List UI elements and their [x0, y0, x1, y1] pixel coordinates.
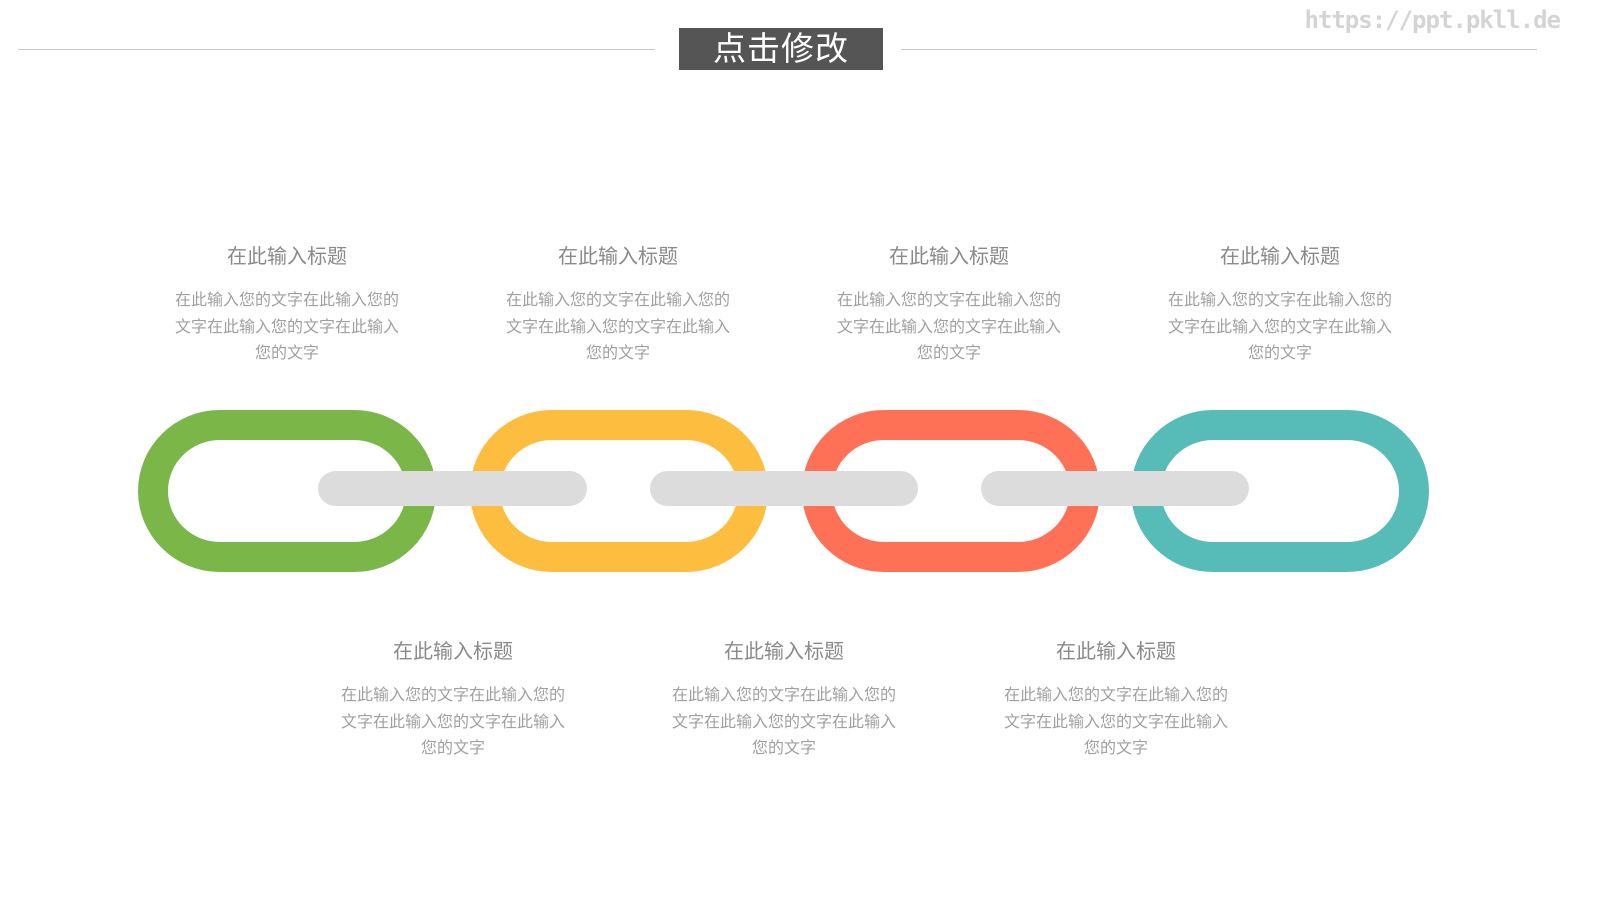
item-title: 在此输入标题 — [227, 244, 347, 268]
watermark-url: https://ppt.pkll.de — [1304, 6, 1561, 34]
top-item-4[interactable]: 在此输入标题 在此输入您的文字在此输入您的文字在此输入您的文字在此输入您的文字 — [1140, 243, 1420, 367]
chain-connector-2 — [650, 471, 918, 506]
item-text: 在此输入您的文字在此输入您的文字在此输入您的文字在此输入您的文字 — [174, 290, 399, 362]
item-text: 在此输入您的文字在此输入您的文字在此输入您的文字在此输入您的文字 — [836, 290, 1061, 362]
bottom-item-2[interactable]: 在此输入标题 在此输入您的文字在此输入您的文字在此输入您的文字在此输入您的文字 — [644, 638, 924, 762]
item-text: 在此输入您的文字在此输入您的文字在此输入您的文字在此输入您的文字 — [505, 290, 730, 362]
item-text: 在此输入您的文字在此输入您的文字在此输入您的文字在此输入您的文字 — [1167, 290, 1392, 362]
item-text: 在此输入您的文字在此输入您的文字在此输入您的文字在此输入您的文字 — [340, 685, 565, 757]
top-item-3[interactable]: 在此输入标题 在此输入您的文字在此输入您的文字在此输入您的文字在此输入您的文字 — [809, 243, 1089, 367]
chain-connector-3 — [981, 471, 1249, 506]
item-title: 在此输入标题 — [558, 244, 678, 268]
item-title: 在此输入标题 — [393, 639, 513, 663]
page-title[interactable]: 点击修改 — [679, 28, 883, 70]
item-text: 在此输入您的文字在此输入您的文字在此输入您的文字在此输入您的文字 — [671, 685, 896, 757]
item-text: 在此输入您的文字在此输入您的文字在此输入您的文字在此输入您的文字 — [1003, 685, 1228, 757]
chain-connector-1 — [318, 471, 587, 506]
header-right-rule — [901, 49, 1537, 50]
bottom-item-3[interactable]: 在此输入标题 在此输入您的文字在此输入您的文字在此输入您的文字在此输入您的文字 — [976, 638, 1256, 762]
bottom-item-1[interactable]: 在此输入标题 在此输入您的文字在此输入您的文字在此输入您的文字在此输入您的文字 — [313, 638, 593, 762]
item-title: 在此输入标题 — [1056, 639, 1176, 663]
header-left-rule — [18, 49, 655, 50]
item-title: 在此输入标题 — [889, 244, 1009, 268]
top-item-1[interactable]: 在此输入标题 在此输入您的文字在此输入您的文字在此输入您的文字在此输入您的文字 — [147, 243, 427, 367]
item-title: 在此输入标题 — [1220, 244, 1340, 268]
item-title: 在此输入标题 — [724, 639, 844, 663]
top-item-2[interactable]: 在此输入标题 在此输入您的文字在此输入您的文字在此输入您的文字在此输入您的文字 — [478, 243, 758, 367]
